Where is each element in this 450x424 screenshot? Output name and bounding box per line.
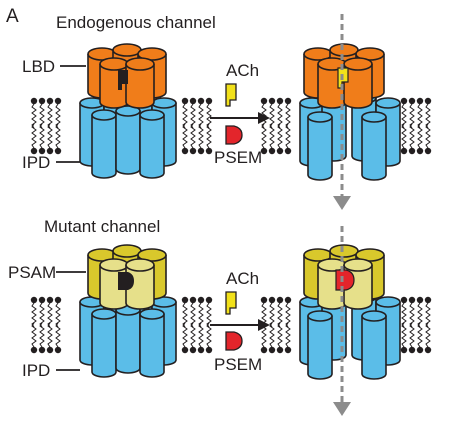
ipd-label-top: IPD <box>22 153 50 172</box>
top-title: Endogenous channel <box>56 13 216 32</box>
ach-label-bottom: ACh <box>226 269 259 288</box>
membrane-lipid-icon <box>31 98 61 154</box>
psem-ligand-icon <box>225 331 243 351</box>
bottom-title: Mutant channel <box>44 217 160 236</box>
membrane-lipid-icon <box>261 98 291 154</box>
endogenous-channel-open <box>261 14 431 210</box>
psem-label-top: PSEM <box>214 148 262 167</box>
membrane-lipid-icon <box>401 297 431 353</box>
panel-letter: A <box>6 6 19 27</box>
mutant-channel-closed <box>31 244 212 378</box>
membrane-lipid-icon <box>401 98 431 154</box>
ach-ligand-icon <box>225 291 237 315</box>
membrane-lipid-icon <box>182 98 212 154</box>
binding-pocket <box>118 70 128 90</box>
mutant-channel-open <box>261 226 431 416</box>
psem-label-bottom: PSEM <box>214 355 262 374</box>
membrane-lipid-icon <box>31 297 61 353</box>
psem-ligand-icon <box>225 125 243 145</box>
ach-label-top: ACh <box>226 61 259 80</box>
psam-label: PSAM <box>8 263 56 282</box>
ipd-label-bottom: IPD <box>22 361 50 380</box>
arrow-head-icon <box>258 319 270 331</box>
lbd-label: LBD <box>22 57 55 76</box>
ach-ligand-icon <box>225 83 237 107</box>
membrane-lipid-icon <box>182 297 212 353</box>
endogenous-channel-closed <box>31 43 212 179</box>
